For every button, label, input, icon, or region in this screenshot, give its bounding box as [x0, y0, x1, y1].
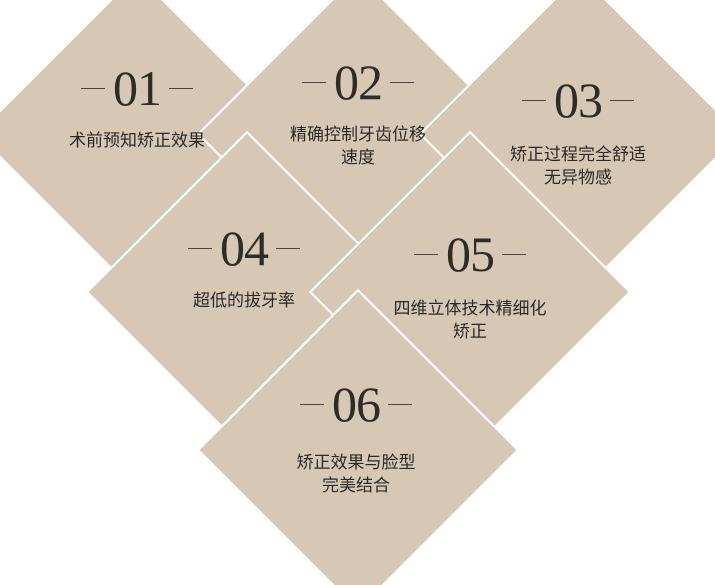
dash-left — [81, 87, 105, 89]
dash-right — [390, 81, 414, 83]
feature-number: 04 — [220, 220, 269, 276]
feature-text-line1: 矫正效果与脸型 — [296, 453, 416, 473]
feature-item-02: 02 精确控制牙齿位移 速度 — [258, 56, 458, 170]
feature-number: 03 — [554, 72, 603, 128]
feature-text-line1: 精确控制牙齿位移 — [290, 125, 426, 145]
number-row: 01 — [37, 62, 237, 114]
dash-right — [388, 403, 412, 405]
feature-text: 术前预知矫正效果 — [37, 130, 237, 153]
feature-number: 02 — [334, 54, 383, 110]
feature-text-line1: 矫正过程完全舒适 — [510, 145, 646, 165]
feature-item-05: 05 四维立体技术精细化 矫正 — [370, 228, 570, 344]
feature-item-04: 04 超低的拔牙率 — [144, 222, 344, 313]
feature-text-line1: 超低的拔牙率 — [193, 291, 295, 311]
feature-text-line1: 四维立体技术精细化 — [393, 299, 547, 319]
feature-item-03: 03 矫正过程完全舒适 无异物感 — [478, 74, 678, 190]
dash-left — [522, 99, 546, 101]
feature-text-line2: 速度 — [341, 148, 375, 168]
feature-text: 超低的拔牙率 — [144, 290, 344, 313]
dash-left — [414, 253, 438, 255]
dash-right — [169, 87, 193, 89]
feature-number: 01 — [113, 60, 162, 116]
feature-number: 05 — [446, 226, 495, 282]
feature-item-01: 01 术前预知矫正效果 — [37, 62, 237, 153]
dash-right — [276, 247, 300, 249]
feature-text: 四维立体技术精细化 矫正 — [370, 298, 570, 344]
dash-left — [300, 403, 324, 405]
feature-text-line1: 术前预知矫正效果 — [69, 131, 205, 151]
feature-text: 矫正过程完全舒适 无异物感 — [478, 144, 678, 190]
number-row: 04 — [144, 222, 344, 274]
feature-text-line2: 矫正 — [453, 322, 487, 342]
feature-text: 精确控制牙齿位移 速度 — [258, 124, 458, 170]
number-row: 02 — [258, 56, 458, 108]
number-row: 03 — [478, 74, 678, 126]
feature-item-06: 06 矫正效果与脸型 完美结合 — [256, 378, 456, 498]
dash-right — [502, 253, 526, 255]
feature-text-line2: 无异物感 — [544, 168, 612, 188]
dash-right — [610, 99, 634, 101]
feature-text: 矫正效果与脸型 完美结合 — [256, 452, 456, 498]
dash-left — [188, 247, 212, 249]
dash-left — [302, 81, 326, 83]
feature-number: 06 — [332, 376, 381, 432]
feature-text-line2: 完美结合 — [322, 476, 390, 496]
number-row: 05 — [370, 228, 570, 280]
number-row: 06 — [256, 378, 456, 430]
